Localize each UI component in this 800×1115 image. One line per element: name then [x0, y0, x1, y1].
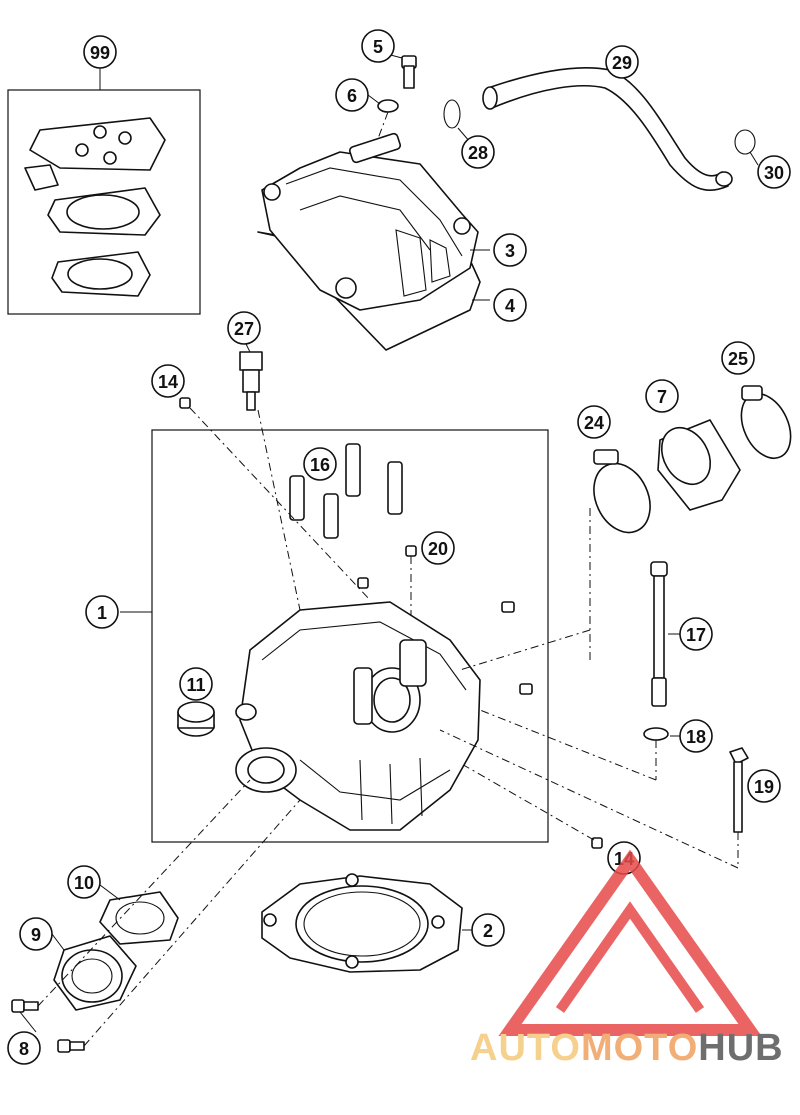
intake-manifold [11, 779, 301, 1053]
callout-28: 28 [461, 135, 495, 169]
callout-circle [19, 917, 53, 951]
callout-circle [757, 155, 791, 189]
callout-19: 19 [747, 769, 781, 803]
callout-number: 24 [584, 413, 604, 433]
callout-number: 6 [347, 86, 357, 106]
callout-number: 27 [234, 319, 254, 339]
callout-circle [493, 233, 527, 267]
callout-circle [85, 595, 119, 629]
gasket-kit-frame [7, 68, 201, 315]
callout-number: 14 [158, 372, 178, 392]
callout-circle [493, 288, 527, 322]
callout-25: 25 [721, 341, 755, 375]
callout-16: 16 [303, 447, 337, 481]
callout-number: 25 [728, 349, 748, 369]
watermark-word-auto: AUTO [470, 1027, 581, 1069]
callout-29: 29 [605, 45, 639, 79]
callout-number: 17 [686, 625, 706, 645]
callout-circle [335, 78, 369, 112]
callout-number: 19 [754, 777, 774, 797]
callout-20: 20 [421, 531, 455, 565]
watermark-word-moto: MOTO [581, 1027, 698, 1069]
callout-circle [303, 447, 337, 481]
callout-number: 7 [657, 387, 667, 407]
valve-guides [289, 443, 403, 539]
callout-4: 4 [493, 288, 527, 322]
callout-11: 11 [179, 667, 213, 701]
callout-number: 9 [31, 925, 41, 945]
callout-circle [461, 135, 495, 169]
callout-30: 30 [757, 155, 791, 189]
callout-number: 30 [764, 163, 784, 183]
callout-circle [645, 379, 679, 413]
callout-17: 17 [679, 617, 713, 651]
callout-number: 1 [97, 603, 107, 623]
callout-number: 20 [428, 539, 448, 559]
callout-number: 10 [74, 873, 94, 893]
callout-18: 18 [679, 719, 713, 753]
callout-number: 11 [186, 675, 205, 695]
callout-2: 2 [471, 913, 505, 947]
callout-number: 4 [505, 296, 515, 316]
callout-number: 18 [686, 727, 706, 747]
callout-number: 3 [505, 241, 515, 261]
callout-number: 2 [483, 921, 493, 941]
callout-1: 1 [85, 595, 119, 629]
callout-7: 7 [645, 379, 679, 413]
callout-circle [747, 769, 781, 803]
watermark-logo: AUTOMOTOHUB [470, 849, 784, 1069]
cylinder-head [235, 601, 481, 831]
svg-text:AUTOMOTOHUB: AUTOMOTOHUB [470, 1027, 784, 1069]
callout-number: 28 [468, 143, 488, 163]
bolts-and-washer [439, 561, 749, 869]
callout-circle [67, 865, 101, 899]
callout-circle [227, 311, 261, 345]
callout-27: 27 [227, 311, 261, 345]
head-gasket [261, 873, 476, 973]
callout-circle [577, 405, 611, 439]
callout-circle [7, 1031, 41, 1065]
callout-6: 6 [335, 78, 369, 112]
breather-hose [443, 66, 759, 191]
intake-parts [459, 385, 792, 671]
callout-circle [83, 35, 117, 69]
watermark-word-hub: HUB [698, 1027, 783, 1069]
callout-circle [361, 29, 395, 63]
callout-3: 3 [493, 233, 527, 267]
callout-10: 10 [67, 865, 101, 899]
valve-cover [257, 132, 490, 351]
callout-circle [679, 617, 713, 651]
callout-circle [151, 364, 185, 398]
callout-24: 24 [577, 405, 611, 439]
callout-number: 8 [19, 1039, 29, 1059]
callout-number: 5 [373, 37, 383, 57]
callout-number: 29 [612, 53, 632, 73]
callout-8: 8 [7, 1031, 41, 1065]
callout-circle [179, 667, 213, 701]
callout-circle [421, 531, 455, 565]
temperature-sensor [239, 343, 301, 611]
callout-circle [679, 719, 713, 753]
bushing [177, 701, 215, 737]
callout-9: 9 [19, 917, 53, 951]
callout-circle [605, 45, 639, 79]
callout-5: 5 [361, 29, 395, 63]
callout-circle [721, 341, 755, 375]
callout-14: 14 [151, 364, 185, 398]
cylinder-head-frame [120, 429, 549, 843]
callout-circle [471, 913, 505, 947]
callout-number: 16 [310, 455, 330, 475]
callout-99: 99 [83, 35, 117, 69]
callout-number: 99 [90, 43, 110, 63]
